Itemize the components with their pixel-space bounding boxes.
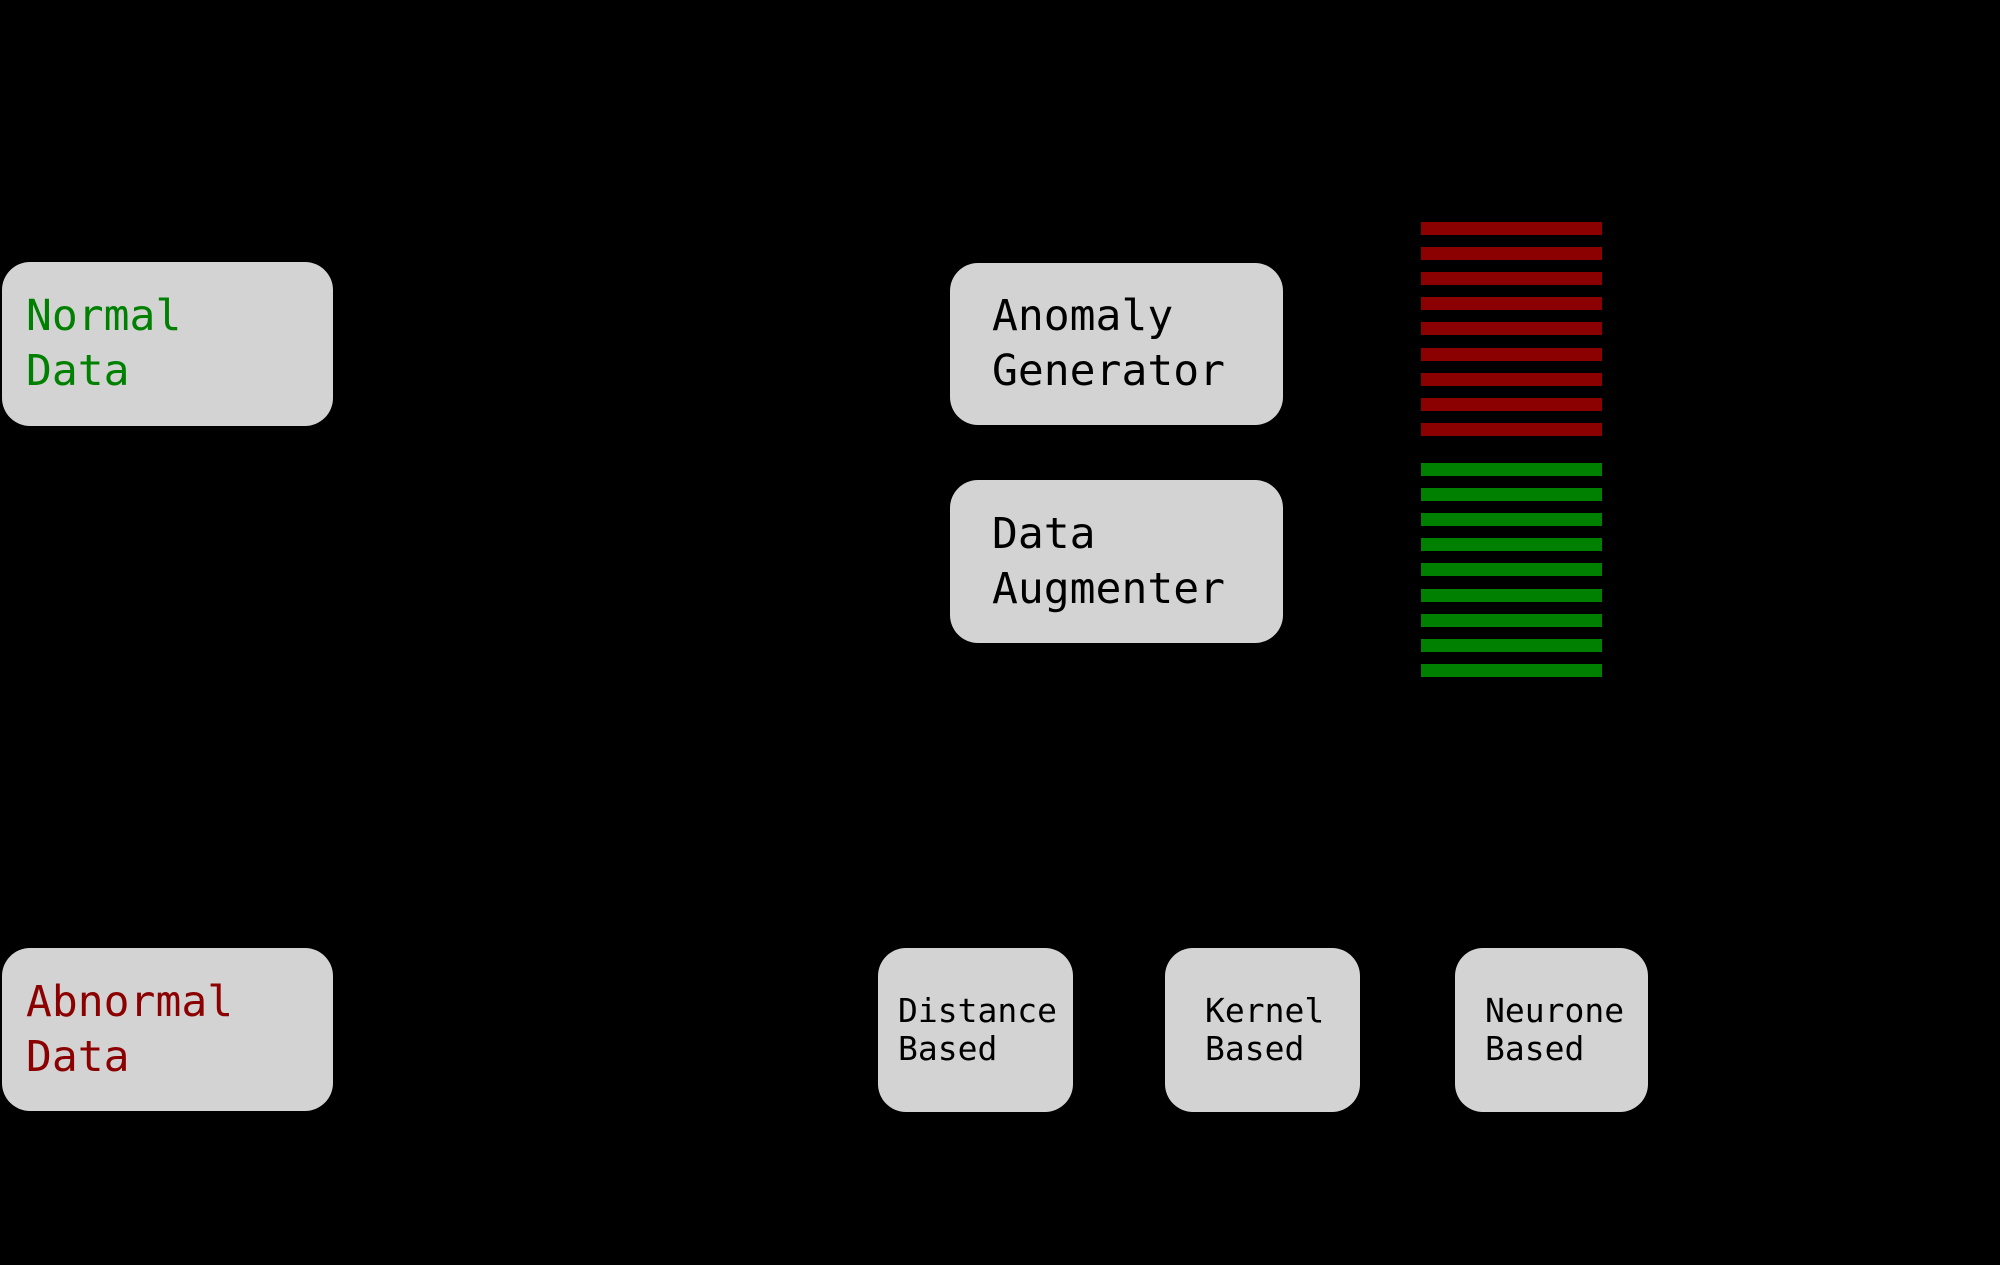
normal-sample-bar: [1421, 663, 1602, 677]
normal-sample-bar: [1421, 638, 1602, 652]
anomaly-generator-label: Anomaly Generator: [992, 291, 1225, 396]
data-augmenter-box: Data Augmenter: [950, 480, 1283, 643]
abnormal-data-label: Abnormal Data: [26, 976, 234, 1082]
normal-sample-bar: [1421, 463, 1602, 476]
neurone-based-box: Neurone Based: [1455, 948, 1648, 1112]
normal-sample-bar: [1421, 563, 1602, 577]
abnormal-sample-bar: [1421, 347, 1602, 361]
abnormal-sample-bar: [1421, 422, 1602, 436]
abnormal-sample-bar: [1421, 222, 1602, 235]
kernel-based-box: Kernel Based: [1165, 948, 1360, 1112]
normal-data-label: Normal Data: [26, 291, 182, 396]
neurone-based-label: Neurone Based: [1485, 991, 1625, 1068]
abnormal-sample-bar: [1421, 247, 1602, 261]
normal-sample-bar: [1421, 488, 1602, 502]
normal-sample-bar: [1421, 513, 1602, 527]
normal-sample-bar: [1421, 538, 1602, 552]
abnormal-sample-bar: [1421, 372, 1602, 386]
abnormal-sample-bar: [1421, 322, 1602, 336]
distance-based-box: Distance Based: [878, 948, 1073, 1112]
normal-sample-bar: [1421, 613, 1602, 627]
abnormal-sample-bar: [1421, 297, 1602, 311]
normal-data-box: Normal Data: [2, 262, 333, 426]
normal-sample-bar: [1421, 588, 1602, 602]
abnormal-sample-bar: [1421, 397, 1602, 411]
kernel-based-label: Kernel Based: [1205, 991, 1325, 1068]
anomaly-generator-box: Anomaly Generator: [950, 263, 1283, 425]
abnormal-data-box: Abnormal Data: [2, 948, 333, 1111]
abnormal-sample-bar: [1421, 272, 1602, 286]
distance-based-label: Distance Based: [898, 991, 1057, 1068]
data-augmenter-label: Data Augmenter: [992, 508, 1225, 614]
